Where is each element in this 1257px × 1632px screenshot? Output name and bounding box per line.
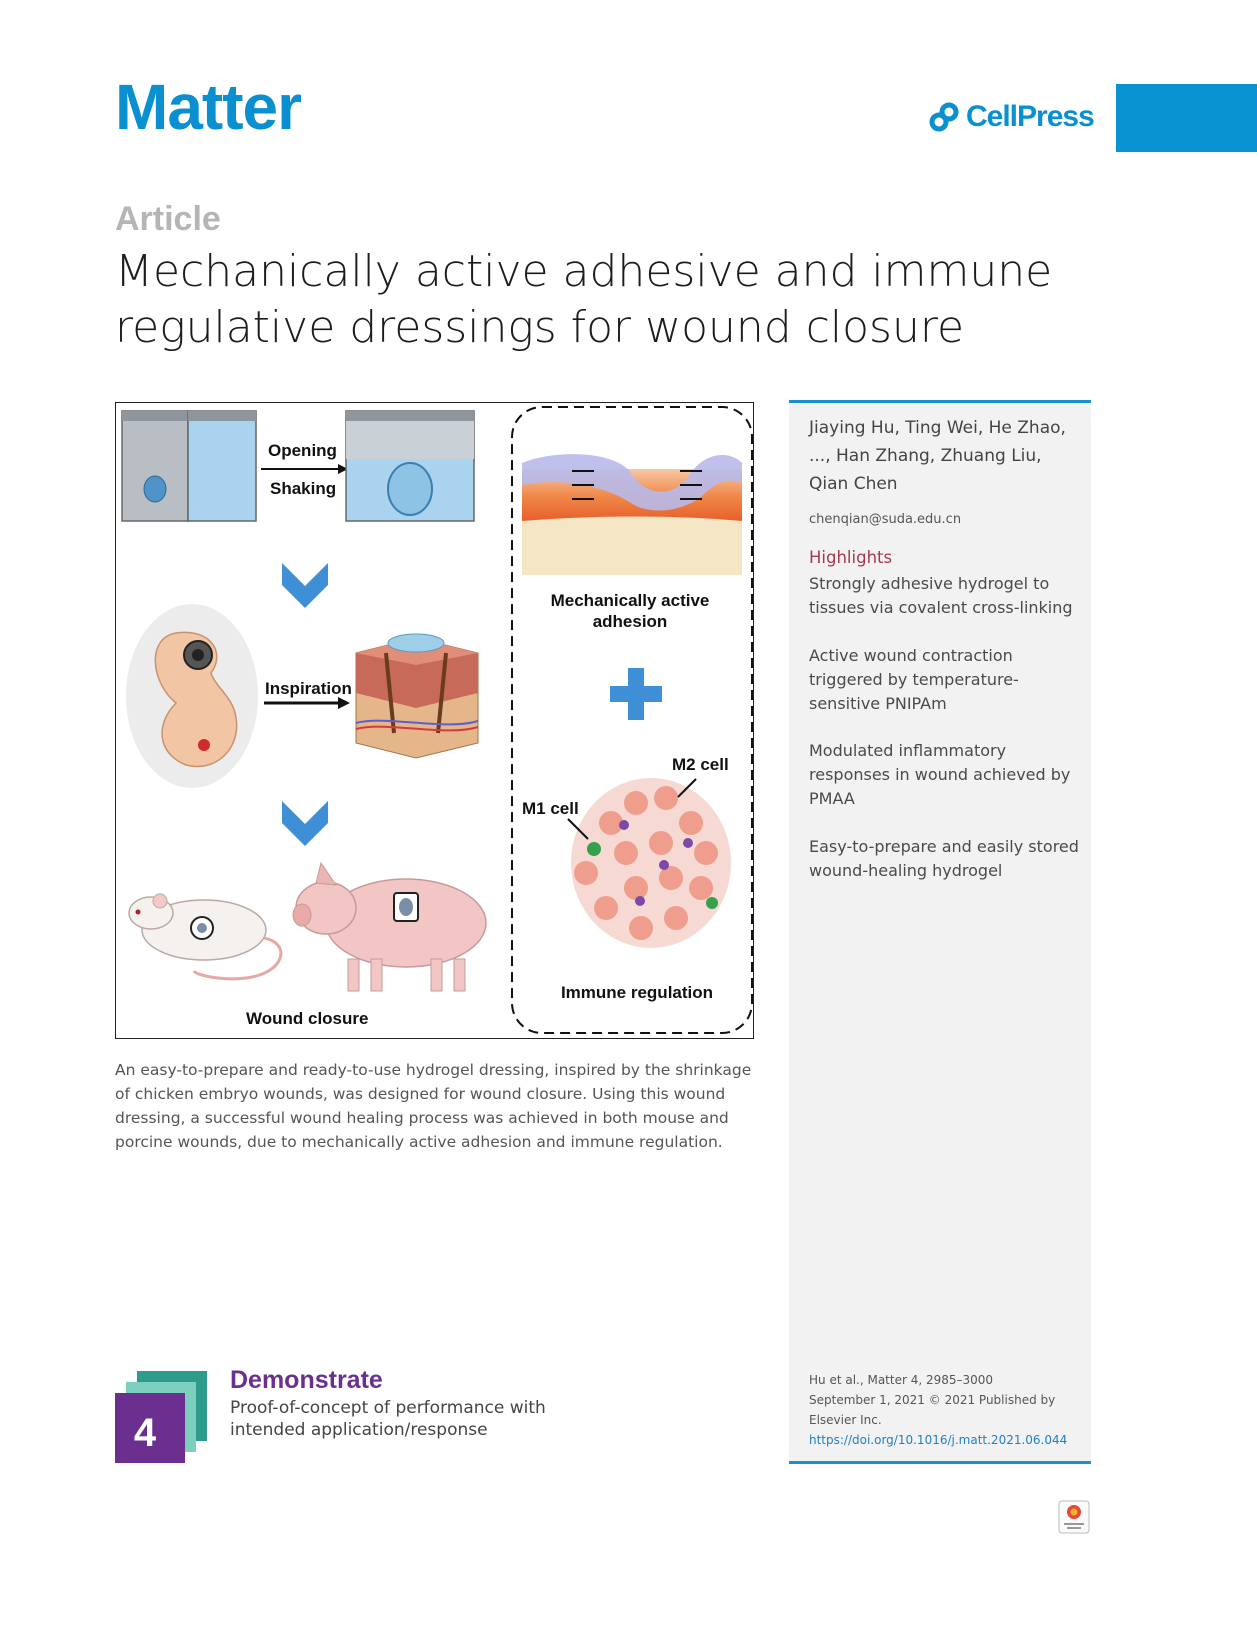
check-for-updates-button[interactable] [1058,1500,1090,1534]
label-m1-cell: M1 cell [522,799,579,818]
label-immune-regulation: Immune regulation [560,983,714,1002]
graphical-abstract-art [121,406,753,1034]
publisher-name: CellPress [966,100,1095,133]
stacked-squares-icon: 4 [115,1371,207,1463]
cell-cluster-icon [571,778,731,948]
citation-block: Hu et al., Matter 4, 2985–3000 September… [809,1370,1079,1450]
chicken-embryo-icon [126,604,258,788]
chevron-down-icon [282,801,328,846]
opened-package-icon [345,410,475,522]
pig-icon [292,861,487,992]
label-adhesion: adhesion [592,612,668,631]
highlight-item: Easy-to-prepare and easily stored wound-… [809,837,1079,880]
skin-cross-section-icon [355,633,479,759]
journal-title: Matter [115,71,302,143]
label-wound-closure: Wound closure [246,1009,369,1028]
citation-line: Hu et al., Matter 4, 2985–3000 [809,1373,994,1387]
corresponding-email[interactable]: chenqian@suda.edu.cn [809,512,962,527]
figure-caption: An easy-to-prepare and ready-to-use hydr… [115,1061,752,1151]
label-inspiration: Inspiration [265,679,352,698]
highlights-heading: Highlights [809,548,893,567]
sealed-package-icon [121,410,257,522]
article-type: Article [115,200,221,238]
label-mechanically-active: Mechanically active [550,591,710,610]
mouse-icon [128,893,283,981]
graphical-abstract: Opening Shaking Inspiration Wound closur… [115,402,754,1039]
badge-subtitle: Proof-of-concept of performance with int… [230,1398,546,1440]
article-title: Mechanically active adhesive and immune … [115,246,1053,353]
doi-link[interactable]: https://doi.org/10.1016/j.matt.2021.06.0… [809,1433,1068,1447]
citation-date: September 1, 2021 © 2021 Published by El… [809,1393,1056,1427]
badge-title: Demonstrate [230,1366,383,1394]
author-list: Jiaying Hu, Ting Wei, He Zhao, ..., Han … [809,418,1066,494]
demonstrate-badge: 4 [115,1371,207,1463]
corner-color-tab [1116,84,1257,152]
wound-adhesion-icon [522,454,742,575]
highlight-item: Modulated inflammatory responses in woun… [809,741,1071,808]
highlight-item: Active wound contraction triggered by te… [809,646,1019,713]
label-shaking: Shaking [270,479,337,498]
plus-icon [610,668,662,720]
sidebar-panel [789,400,1091,1464]
label-opening: Opening [268,441,337,460]
chevron-down-icon [282,563,328,608]
badge-number: 4 [134,1411,157,1455]
cellpress-logo[interactable]: CellPress [928,100,1095,134]
check-updates-icon [1058,1500,1090,1534]
highlight-item: Strongly adhesive hydrogel to tissues vi… [809,574,1073,617]
label-m2-cell: M2 cell [672,755,729,774]
cellpress-icon [929,102,959,132]
